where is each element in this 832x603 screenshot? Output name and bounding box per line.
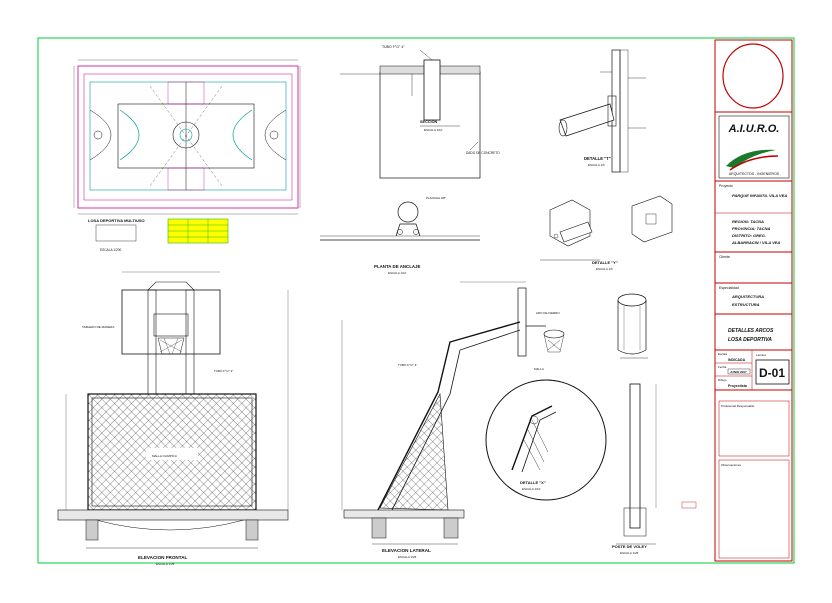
base-plate-title: PLANTA DE ANCLAJE — [374, 264, 420, 269]
detail-y-scale: ESCALA 1/5 — [596, 267, 613, 271]
location-line-3: DISTRITO: GREG. — [732, 233, 766, 238]
front-tube-label: TUBO F°G° 2" — [214, 369, 233, 373]
detail-x: DETALLE "X" ESCALA 1/10 — [485, 379, 607, 501]
drawn-value: Proyectista — [728, 384, 747, 388]
notes-label: Observaciones — [721, 463, 742, 467]
specialty-line-2: ESTRUCTURA — [732, 302, 760, 307]
post-section — [617, 293, 648, 359]
company-logo-subtitle: ARQUITECTOS - INGENIEROS — [729, 172, 780, 176]
front-title: ELEVACION FRONTAL — [138, 555, 188, 560]
specialty-line-1: ARQUITECTURA — [731, 294, 764, 299]
detail-y-title: DETALLE "Y" — [592, 260, 618, 265]
footing-tube-label: TUBO F°G° 4" — [382, 45, 405, 49]
ring-label: ARO DE FIERRO — [536, 311, 560, 315]
scale-label: Escala — [718, 352, 727, 356]
owner-label: Cliente — [719, 255, 730, 259]
location-line-2: PROVINCIA: TACNA — [732, 226, 770, 231]
plan-title: LOSA DEPORTIVA MULTIUSO — [88, 218, 145, 223]
base-plate-scale: ESCALA 1/10 — [388, 271, 407, 275]
date-value: JUNIO 2007 — [730, 370, 747, 374]
project-name: PARQUE INFANTIL VILA VEA — [732, 193, 787, 198]
responsible-label: Profesional Responsable — [721, 404, 755, 408]
sheet-title-line-1: DETALLES ARCOS — [728, 328, 774, 334]
company-logo-text: A.I.U.R.O. — [728, 123, 780, 135]
plan-scale: ESCALA 1/200 — [100, 248, 121, 252]
section-title: SECCION — [420, 120, 438, 124]
concrete-label: DADO DE CONCRETO — [466, 151, 500, 155]
scale-value: INDICADA — [728, 358, 746, 362]
lateral-elevation: ELEVACION LATERAL ESCALA 1/25 TUBO F°G° … — [341, 281, 565, 559]
court-plan: LOSA DEPORTIVA MULTIUSO ESCALA 1/200 — [73, 59, 301, 252]
lateral-tube-label: TUBO F°G° 4" — [398, 363, 417, 367]
sheet-number-box — [755, 359, 790, 385]
location-line-1: REGION: TACNA — [732, 219, 764, 224]
detail-y: DETALLE "Y" ESCALA 1/5 — [540, 195, 673, 271]
location-line-4: ALBARRACIN / VILA VEA — [731, 240, 780, 245]
front-elevation: MALLA OLIMPICA ELEVACION FRONTAL ESCALA … — [57, 271, 289, 566]
mesh-label: MALLA OLIMPICA — [152, 454, 177, 458]
specialty-label: Especialidad — [719, 286, 739, 290]
project-label: Proyecto — [719, 184, 733, 188]
detail-t: DETALLE "T" ESCALA 1/5 — [558, 49, 646, 173]
sheet-title-line-2: LOSA DEPORTIVA — [728, 337, 772, 343]
footing-section: TUBO F°G° 4" SECCION ESCALA 1/10 DADO DE… — [340, 45, 500, 179]
title-logo-circle — [722, 43, 784, 109]
plate-label: PLANCHA 3/8" — [426, 196, 446, 200]
sheet-number: D-01 — [759, 366, 785, 380]
net-post: POSTE DE VOLEY ESCALA 1/25 — [612, 383, 697, 555]
date-label: Fecha — [718, 365, 727, 369]
net-label: MALLA — [534, 367, 544, 371]
section-scale: ESCALA 1/10 — [424, 128, 443, 132]
net-post-title: POSTE DE VOLEY — [612, 544, 647, 549]
company-logo-swoosh — [726, 149, 776, 168]
lateral-title: ELEVACION LATERAL — [382, 548, 431, 553]
sheet-border — [37, 37, 795, 564]
front-scale: ESCALA 1/25 — [156, 562, 175, 566]
net-post-scale: ESCALA 1/25 — [620, 551, 639, 555]
detail-t-title: DETALLE "T" — [584, 156, 611, 161]
lateral-scale: ESCALA 1/25 — [398, 555, 417, 559]
board-label: TABLERO DE MADERA — [82, 325, 114, 329]
base-plate-plan: PLANTA DE ANCLAJE ESCALA 1/10 PLANCHA 3/… — [320, 196, 480, 275]
drawn-label: Dibujo — [718, 378, 727, 382]
detail-x-scale: ESCALA 1/10 — [522, 487, 541, 491]
title-block-frame — [714, 39, 793, 562]
sheet-label: Lamina — [756, 353, 766, 357]
detail-t-scale: ESCALA 1/5 — [588, 163, 605, 167]
title-block: A.I.U.R.O. ARQUITECTOS - INGENIEROS Proy… — [715, 43, 792, 559]
detail-x-title: DETALLE "X" — [520, 480, 546, 485]
